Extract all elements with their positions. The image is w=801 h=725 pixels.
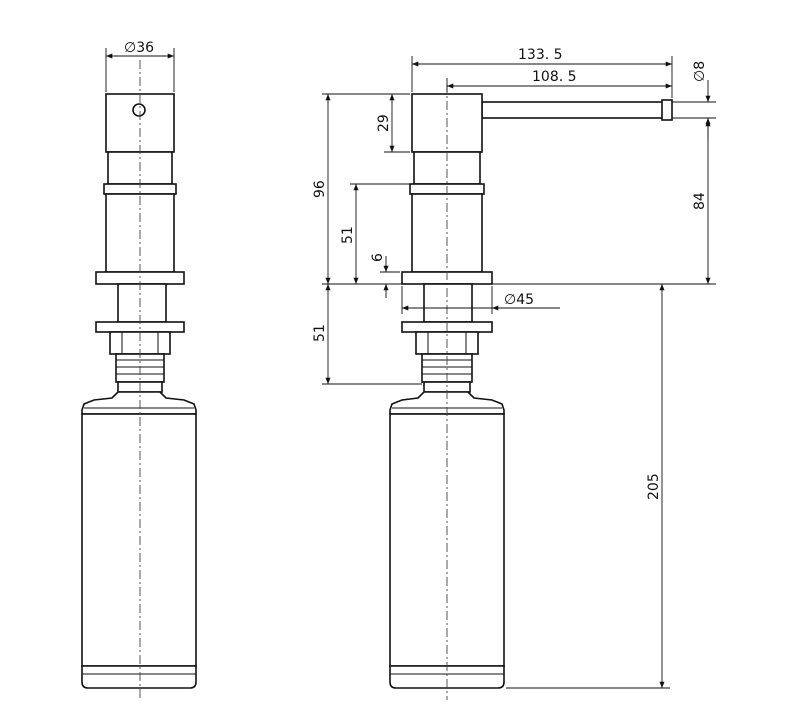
dim-108-5: 108. 5 [532,69,577,85]
side-view [389,84,673,700]
front-view [81,60,197,700]
dim-dia-8: ∅8 [692,61,708,82]
dim-dia-45: ∅45 [504,292,534,308]
dim-51-upper: 51 [340,226,356,244]
dim-51-lower: 51 [312,324,328,342]
dim-84: 84 [692,192,708,210]
dim-96: 96 [312,180,328,198]
dim-133-5: 133. 5 [518,47,563,63]
dim-205: 205 [646,473,662,500]
dim-29: 29 [376,114,392,132]
dimension-labels: ∅36 133. 5 108. 5 ∅8 84 29 96 51 6 ∅45 5… [124,40,708,500]
dimension-lines [105,48,716,689]
dim-dia-36: ∅36 [124,40,154,56]
dim-6: 6 [370,253,386,262]
